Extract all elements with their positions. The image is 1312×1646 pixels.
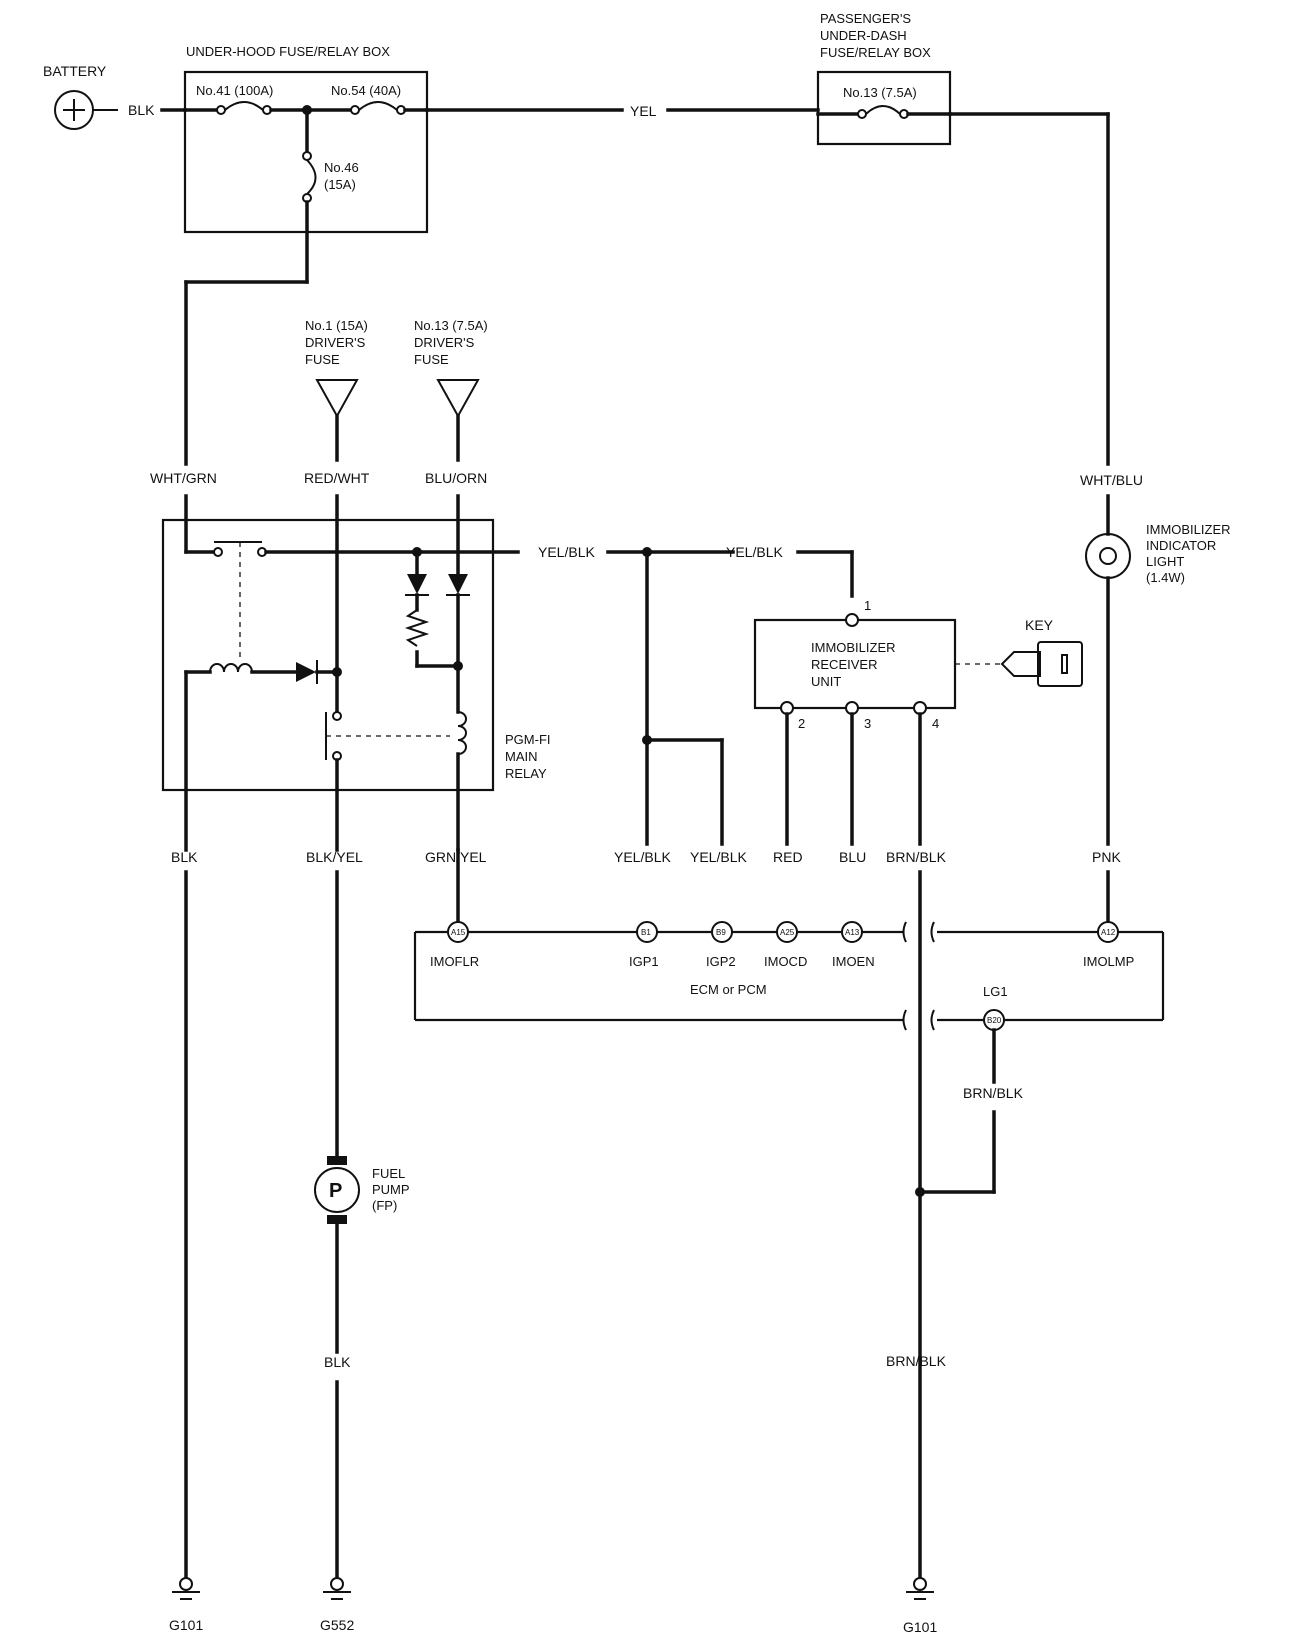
immobilizer-unit-label-3: UNIT [811, 674, 841, 689]
driver-fuse-13: No.13 (7.5A) DRIVER'S FUSE [414, 318, 488, 462]
yel-wire-label: YEL [630, 103, 657, 119]
underhood-fuse-relay-box: UNDER-HOOD FUSE/RELAY BOX No.41 (100A) N… [183, 44, 429, 284]
indicator-light-label-4: (1.4W) [1146, 570, 1185, 585]
indicator-light-label-1: IMMOBILIZER [1146, 522, 1231, 537]
driver-fuse-1: No.1 (15A) DRIVER'S FUSE [305, 318, 368, 462]
fuel-pump-label-2: PUMP [372, 1182, 410, 1197]
ecm-pin-a25-code: A25 [780, 928, 795, 937]
grn-yel-wire-label: GRN/YEL [425, 849, 487, 865]
indicator-light-label-2: INDICATOR [1146, 538, 1216, 553]
ground-g101-right: G101 [903, 1577, 937, 1635]
ecm-pin-b20-code: B20 [987, 1016, 1002, 1025]
yel-blk-wire-label-3: YEL/BLK [614, 849, 671, 865]
key-label: KEY [1025, 617, 1054, 633]
passenger-box-title-2: UNDER-DASH [820, 28, 907, 43]
passenger-fuse-13-label: No.13 (7.5A) [843, 85, 917, 100]
passenger-fuse-relay-box: PASSENGER'S UNDER-DASH FUSE/RELAY BOX No… [816, 11, 952, 146]
ecm-pin-a25-name: IMOCD [764, 954, 807, 969]
ecm-pin-a13-name: IMOEN [832, 954, 875, 969]
immobilizer-indicator-light: IMMOBILIZER INDICATOR LIGHT (1.4W) [1085, 494, 1231, 846]
relay-label-3: RELAY [505, 766, 547, 781]
fuel-pump-symbol: P [329, 1180, 342, 1202]
fuse-46-label: No.46 [324, 160, 359, 175]
ecm-pin-a13-code: A13 [845, 928, 860, 937]
ecm-pin-b9-name: IGP2 [706, 954, 736, 969]
immobilizer-unit-label-1: IMMOBILIZER [811, 640, 896, 655]
driver-fuse-1-rating: No.1 (15A) [305, 318, 368, 333]
ecm-pin-b9-code: B9 [716, 928, 726, 937]
red-wire-label: RED [773, 849, 803, 865]
fuse-41-label: No.41 (100A) [196, 83, 273, 98]
ground-g101-left-label: G101 [169, 1617, 203, 1633]
yel-blk-wire-label-4: YEL/BLK [690, 849, 747, 865]
battery: BATTERY BLK [43, 63, 187, 130]
battery-wire-label: BLK [128, 102, 155, 118]
blk-fp-wire-label: BLK [324, 1354, 351, 1370]
red-wht-wire-label: RED/WHT [304, 470, 370, 486]
ecm-pin-a12-code: A12 [1101, 928, 1116, 937]
ecm-pin-a12-name: IMOLMP [1083, 954, 1134, 969]
relay-label-2: MAIN [505, 749, 538, 764]
fuel-pump-label-1: FUEL [372, 1166, 405, 1181]
fuse-46-rating: (15A) [324, 177, 356, 192]
ecm-pin-a15-code: A15 [451, 928, 466, 937]
pnk-wire-label: PNK [1092, 849, 1121, 865]
wht-blu-wire-label: WHT/BLU [1080, 472, 1143, 488]
yel-blk-wire-label-1: YEL/BLK [538, 544, 595, 560]
pgm-fi-main-relay: PGM-FI MAIN RELAY [161, 494, 551, 852]
brn-blk-wire-label-2: BRN/BLK [963, 1085, 1024, 1101]
fuel-pump: P FUEL PUMP (FP) [314, 870, 410, 1354]
blk-wire-label-left: BLK [171, 849, 198, 865]
wht-grn-wire-label: WHT/GRN [150, 470, 217, 486]
immobilizer-pin-2: 2 [798, 716, 805, 731]
ecm-pin-a15-name: IMOFLR [430, 954, 479, 969]
ecm-pin-b20-name: LG1 [983, 984, 1008, 999]
driver-fuse-1-line2: DRIVER'S [305, 335, 366, 350]
underhood-box-title: UNDER-HOOD FUSE/RELAY BOX [186, 44, 390, 59]
ground-g101-left: G101 [169, 1577, 203, 1633]
ground-g552-label: G552 [320, 1617, 354, 1633]
immobilizer-pin-3: 3 [864, 716, 871, 731]
immobilizer-pin-1: 1 [864, 598, 871, 613]
relay-label-1: PGM-FI [505, 732, 551, 747]
passenger-box-title-1: PASSENGER'S [820, 11, 911, 26]
driver-fuse-13-line2: DRIVER'S [414, 335, 475, 350]
yel-blk-wire-label-2: YEL/BLK [726, 544, 783, 560]
immobilizer-pin-4: 4 [932, 716, 939, 731]
fuel-pump-label-3: (FP) [372, 1198, 397, 1213]
immobilizer-receiver-unit: 1 IMMOBILIZER RECEIVER UNIT 2 3 4 [753, 598, 957, 846]
ecm-pcm: ECM or PCM A15 IMOFLR B1 IGP1 B9 IGP2 A2… [413, 848, 1165, 1031]
ecm-pin-b1-code: B1 [641, 928, 651, 937]
passenger-box-title-3: FUSE/RELAY BOX [820, 45, 931, 60]
blu-orn-wire-label: BLU/ORN [425, 470, 487, 486]
indicator-light-label-3: LIGHT [1146, 554, 1184, 569]
ecm-pin-b1-name: IGP1 [629, 954, 659, 969]
brn-blk-wire-label-1: BRN/BLK [886, 849, 947, 865]
brn-blk-wire-label-3: BRN/BLK [886, 1353, 947, 1369]
fuse-54-label: No.54 (40A) [331, 83, 401, 98]
ground-g552: G552 [320, 1577, 354, 1633]
battery-label: BATTERY [43, 63, 107, 79]
key: KEY [955, 617, 1083, 687]
driver-fuse-13-rating: No.13 (7.5A) [414, 318, 488, 333]
driver-fuse-1-line3: FUSE [305, 352, 340, 367]
blu-wire-label: BLU [839, 849, 866, 865]
driver-fuse-13-line3: FUSE [414, 352, 449, 367]
blk-yel-wire-label: BLK/YEL [306, 849, 363, 865]
ground-g101-right-label: G101 [903, 1619, 937, 1635]
immobilizer-unit-label-2: RECEIVER [811, 657, 877, 672]
ecm-title: ECM or PCM [690, 982, 767, 997]
